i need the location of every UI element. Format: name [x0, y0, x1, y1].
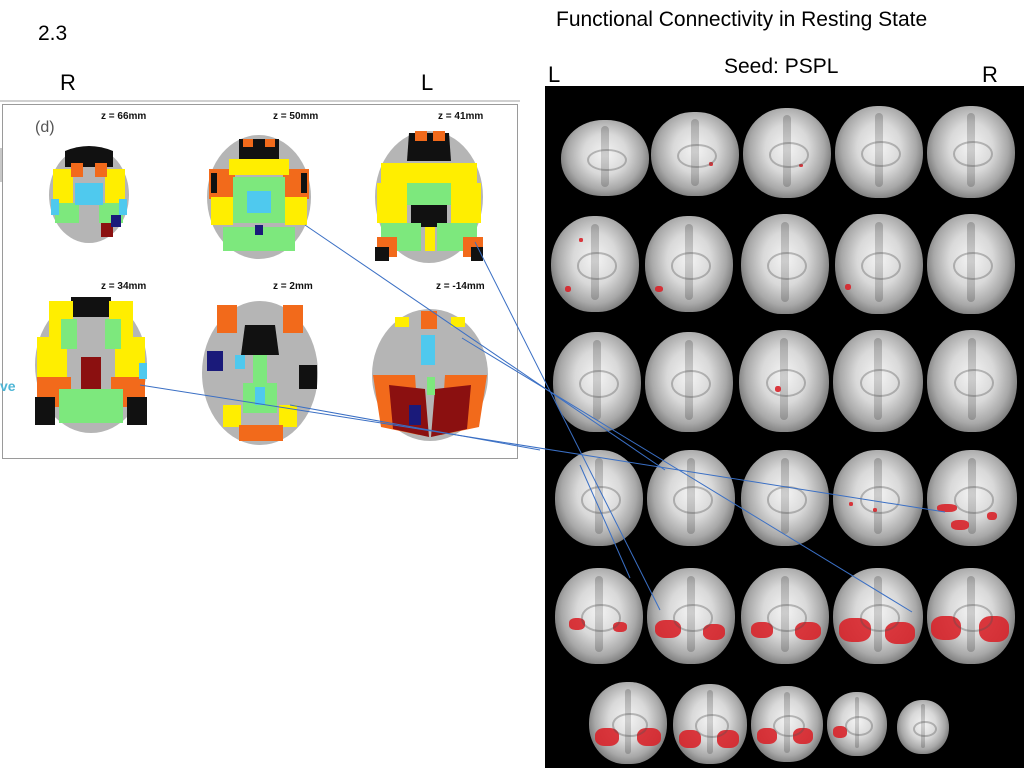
mri-slice	[927, 214, 1015, 314]
mri-slice	[751, 686, 823, 762]
mri-slice	[897, 700, 949, 754]
mri-slice	[927, 450, 1017, 546]
mri-slice	[835, 214, 923, 314]
functional-connectivity-panel	[545, 86, 1024, 768]
mri-slice	[551, 216, 639, 312]
right-panel-orientation-r: R	[982, 62, 998, 87]
slice-z-label: z = 2mm	[273, 281, 313, 292]
connector-line	[579, 464, 631, 579]
mri-slice	[553, 332, 641, 432]
mri-slice	[741, 450, 829, 546]
mri-slice	[743, 108, 831, 198]
mri-slice	[645, 216, 733, 312]
brain-slice-map	[375, 131, 483, 263]
connector-line	[289, 404, 541, 451]
mri-slice	[927, 568, 1015, 664]
mri-slice	[555, 568, 643, 664]
mri-slice	[647, 450, 735, 546]
mri-slice	[927, 330, 1017, 432]
mri-slice	[741, 568, 829, 664]
brain-slice-map	[372, 309, 488, 441]
mri-slice	[589, 682, 667, 764]
mri-slice	[835, 106, 923, 198]
slice-z-label: z = 41mm	[438, 111, 484, 122]
network-map-panel: (d) z = 66mm z = 50mm z = 41mm z = 34mm …	[2, 104, 518, 459]
mri-slice	[645, 332, 733, 432]
slide-title: Functional Connectivity in Resting State	[556, 8, 928, 31]
connector-line	[461, 337, 913, 613]
mri-slice	[833, 568, 923, 664]
mri-slice	[651, 112, 739, 196]
right-panel-orientation-l: L	[548, 62, 561, 87]
connector-line	[139, 384, 946, 513]
mri-slice	[555, 450, 643, 546]
left-panel-orientation-r: R	[60, 70, 76, 95]
slice-z-label: z = 50mm	[273, 111, 319, 122]
connector-line	[304, 224, 666, 471]
connector-line	[474, 241, 661, 611]
cropped-text-fragment: ve	[0, 378, 16, 394]
slice-z-label: z = 34mm	[101, 281, 147, 292]
brain-slice-map	[207, 135, 311, 259]
mri-slice	[833, 330, 923, 432]
slide-number: 2.3	[38, 22, 68, 45]
mri-slice	[647, 568, 735, 664]
mri-slice	[827, 692, 887, 756]
mri-slice	[673, 684, 747, 764]
slice-z-label: z = -14mm	[436, 281, 485, 292]
cropped-header-rule	[0, 100, 520, 102]
brain-slice-map	[35, 297, 147, 433]
mri-slice	[561, 120, 649, 196]
mri-slice	[739, 330, 829, 432]
left-panel-orientation-l: L	[421, 70, 434, 95]
brain-slice-map	[49, 146, 129, 243]
mri-slice	[833, 450, 923, 546]
seed-label: Seed: PSPL	[724, 55, 839, 78]
panel-label: (d)	[35, 119, 55, 136]
mri-slice	[741, 214, 829, 314]
slice-z-label: z = 66mm	[101, 111, 147, 122]
mri-slice	[927, 106, 1015, 198]
